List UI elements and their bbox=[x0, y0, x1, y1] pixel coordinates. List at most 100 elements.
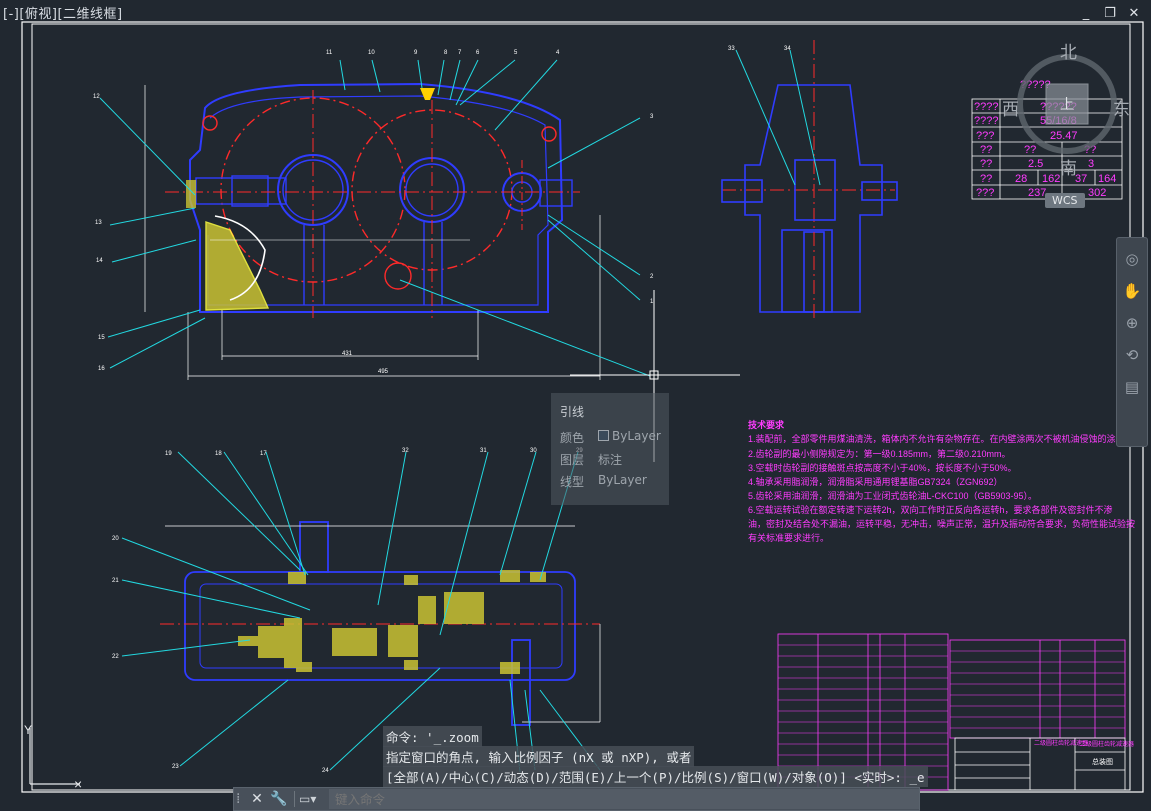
svg-text:1: 1 bbox=[650, 299, 654, 305]
front-view bbox=[144, 82, 601, 380]
tooltip-value: 标注 bbox=[598, 453, 623, 467]
svg-text:302: 302 bbox=[1088, 187, 1106, 199]
svg-text:16: 16 bbox=[98, 366, 105, 372]
svg-text:2: 2 bbox=[650, 274, 654, 280]
technical-requirements: 技术要求 1.装配前，全部零件用煤油清洗，箱体内不允许有杂物存在。在内壁涂两次不… bbox=[748, 419, 1135, 543]
tech-line: 油，密封及结合处不漏油，运转平稳，无冲击，噪声正常，温升及振动符合要求，负荷性能… bbox=[748, 518, 1135, 529]
title-block-name: 二级圆柱齿轮减速器 bbox=[1034, 739, 1088, 747]
svg-text:12: 12 bbox=[93, 94, 100, 100]
svg-text:495: 495 bbox=[378, 369, 389, 375]
svg-text:????: ???? bbox=[974, 101, 998, 113]
tooltip-title: 引线 bbox=[560, 405, 585, 419]
tech-line: 5.齿轮采用油润滑，润滑油为工业闭式齿轮油L-CKC100（GB5903-95）… bbox=[748, 490, 1037, 501]
svg-text:??: ?? bbox=[980, 173, 992, 185]
showmotion-icon[interactable]: ▤ bbox=[1124, 378, 1140, 396]
svg-text:8: 8 bbox=[444, 50, 448, 56]
svg-text:6: 6 bbox=[476, 50, 480, 56]
navigation-bar: ◎ ✋ ⊕ ⟲ ▤ bbox=[1116, 237, 1148, 447]
svg-text:162: 162 bbox=[1042, 173, 1060, 185]
side-view bbox=[721, 40, 898, 322]
orbit-icon[interactable]: ⟲ bbox=[1125, 346, 1139, 364]
viewcube-top-face[interactable]: 上 bbox=[1060, 97, 1074, 113]
svg-text:??: ?? bbox=[980, 158, 992, 170]
tooltip-row-linetype: 线型 ByLayer bbox=[560, 473, 647, 490]
svg-text:×: × bbox=[74, 776, 82, 792]
svg-text:164: 164 bbox=[1098, 173, 1116, 185]
title-block bbox=[954, 737, 1126, 791]
svg-text:????: ???? bbox=[974, 115, 998, 127]
viewcube-ring bbox=[1017, 54, 1117, 154]
tech-line: 有关标准要求进行。 bbox=[748, 532, 829, 543]
svg-text:9: 9 bbox=[414, 50, 418, 56]
color-swatch-icon bbox=[598, 430, 609, 441]
svg-text:20: 20 bbox=[112, 536, 119, 542]
viewcube[interactable]: 北 南 西 东 上 bbox=[1002, 42, 1130, 182]
svg-text:???: ??? bbox=[976, 130, 994, 142]
zoom-icon[interactable]: ⊕ bbox=[1125, 314, 1139, 332]
svg-text:11: 11 bbox=[326, 50, 333, 56]
svg-text:??: ?? bbox=[980, 144, 992, 156]
tooltip-key: 图层 bbox=[560, 453, 585, 467]
compass-north[interactable]: 北 bbox=[1060, 43, 1077, 63]
object-tooltip: 引线 颜色 ByLayer 图层 标注 线型 ByLayer bbox=[551, 393, 669, 505]
svg-text:30: 30 bbox=[530, 448, 537, 454]
svg-text:25.47: 25.47 bbox=[1050, 130, 1078, 142]
svg-text:431: 431 bbox=[342, 351, 353, 357]
svg-text:32: 32 bbox=[402, 448, 409, 454]
command-history-line: 指定窗口的角点, 输入比例因子 (nX 或 nXP), 或者 bbox=[383, 746, 695, 767]
svg-text:7: 7 bbox=[458, 50, 462, 56]
command-history-line: 命令: '_.zoom bbox=[383, 726, 482, 747]
svg-text:28: 28 bbox=[1015, 173, 1027, 185]
viewport-label[interactable]: [-][俯视][二维线框] bbox=[3, 7, 123, 22]
svg-text:34: 34 bbox=[784, 46, 791, 52]
svg-text:2.5: 2.5 bbox=[1028, 158, 1043, 170]
svg-text:23: 23 bbox=[172, 764, 179, 770]
svg-text:3: 3 bbox=[1088, 158, 1094, 170]
svg-text:3: 3 bbox=[650, 114, 654, 120]
minimize-icon[interactable]: _ bbox=[1082, 6, 1090, 21]
command-input[interactable] bbox=[329, 789, 919, 809]
compass-east[interactable]: 东 bbox=[1113, 100, 1130, 120]
restore-icon[interactable]: ❐ bbox=[1104, 6, 1116, 21]
tooltip-value: ByLayer bbox=[598, 473, 647, 487]
tooltip-key: 颜色 bbox=[560, 431, 585, 445]
pan-icon[interactable]: ✋ bbox=[1122, 282, 1142, 300]
svg-text:??: ?? bbox=[1024, 144, 1036, 156]
svg-text:24: 24 bbox=[322, 768, 329, 774]
svg-text:22: 22 bbox=[112, 654, 119, 660]
command-history-line: [全部(A)/中心(C)/动态(D)/范围(E)/上一个(P)/比例(S)/窗口… bbox=[383, 766, 928, 787]
tooltip-value: ByLayer bbox=[612, 429, 661, 443]
svg-text:33: 33 bbox=[728, 46, 735, 52]
ucs-icon: Y × bbox=[24, 723, 82, 792]
recent-commands-icon[interactable]: ▭▾ bbox=[299, 792, 317, 806]
close-icon[interactable]: ✕ bbox=[1128, 6, 1140, 21]
svg-text:18: 18 bbox=[215, 451, 222, 457]
command-line: ⁞ ✕ 🔧 ▭▾ bbox=[233, 787, 920, 811]
svg-text:13: 13 bbox=[95, 220, 102, 226]
svg-text:15: 15 bbox=[98, 335, 105, 341]
svg-text:10: 10 bbox=[368, 50, 375, 56]
svg-text:31: 31 bbox=[480, 448, 487, 454]
compass-west[interactable]: 西 bbox=[1002, 100, 1019, 120]
customize-wrench-icon[interactable]: 🔧 bbox=[270, 791, 288, 807]
tooltip-row-color: 颜色 ByLayer bbox=[560, 429, 661, 446]
compass-south[interactable]: 南 bbox=[1060, 159, 1077, 179]
svg-text:14: 14 bbox=[96, 258, 103, 264]
svg-text:Y: Y bbox=[24, 723, 32, 737]
divider bbox=[294, 791, 295, 807]
tooltip-row-layer: 图层 标注 bbox=[560, 451, 622, 468]
close-command-line-button[interactable]: ✕ bbox=[251, 791, 263, 807]
parts-list bbox=[777, 633, 1126, 791]
top-view bbox=[160, 521, 601, 726]
svg-text:19: 19 bbox=[165, 451, 172, 457]
svg-text:237: 237 bbox=[1028, 187, 1046, 199]
tech-line: 6.空载运转试验在额定转速下运转2h，双向工作时正反向各运转h，要求各部件及密封… bbox=[748, 504, 1113, 515]
steering-wheel-icon[interactable]: ◎ bbox=[1125, 250, 1139, 268]
tech-title: 技术要求 bbox=[748, 419, 785, 430]
svg-text:37: 37 bbox=[1075, 173, 1087, 185]
title-block-school: 总装图 bbox=[1092, 757, 1113, 766]
tooltip-key: 线型 bbox=[560, 475, 585, 489]
drag-handle-icon[interactable]: ⁞ bbox=[236, 791, 241, 807]
wcs-menu[interactable]: WCS bbox=[1045, 193, 1085, 208]
